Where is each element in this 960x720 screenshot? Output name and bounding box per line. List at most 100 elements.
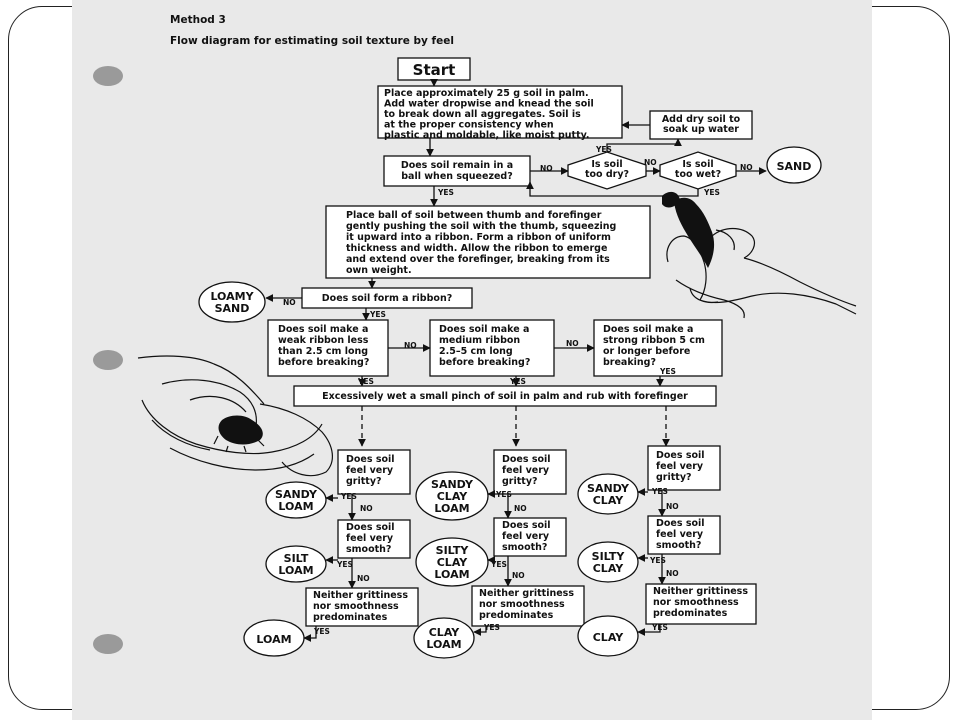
result-sand-text-line: SAND — [777, 160, 812, 173]
no-label: NO — [644, 158, 657, 167]
no-label: NO — [360, 504, 373, 513]
result-clay-loam-text-line: LOAM — [426, 638, 461, 651]
intro-instruction-text-line: Place approximately 25 g soil in palm. — [384, 88, 589, 99]
no-label: NO — [514, 504, 527, 513]
result-sandy-loam-text-line: SANDY — [275, 488, 318, 501]
ribbon-instruction-text-line: thickness and width. Allow the ribbon to… — [346, 243, 607, 254]
smooth-text-col2-line: Does soil — [502, 520, 551, 531]
weak-ribbon-box — [267, 319, 389, 377]
start-label: Start — [413, 61, 456, 79]
result-sandy-loam-text-line: LOAM — [278, 500, 313, 513]
too-wet-decision — [659, 151, 737, 190]
result-clay-text-line: CLAY — [593, 631, 625, 644]
neither-box-col2 — [471, 585, 585, 627]
yes-label: YES — [651, 623, 668, 632]
result-loam-text-line: LOAM — [256, 633, 291, 646]
no-label: NO — [357, 574, 370, 583]
result-sandy-clay-loam-text-line: LOAM — [434, 502, 469, 515]
gritty-text-col2-line: feel very — [502, 465, 550, 476]
result-clay-loam — [413, 617, 475, 659]
gritty-text-col1-line: feel very — [346, 465, 394, 476]
strong-ribbon-text-line: strong ribbon 5 cm — [603, 335, 705, 346]
gritty-text-col2-line: Does soil — [502, 454, 551, 465]
no-label: NO — [404, 341, 417, 350]
result-sand-text: SAND — [777, 160, 812, 173]
result-silty-clay — [577, 541, 639, 583]
yes-label: YES — [437, 188, 454, 197]
result-loamy-sand — [198, 281, 266, 323]
no-label: NO — [566, 339, 579, 348]
no-label: NO — [512, 571, 525, 580]
gritty-text-col2-line: gritty? — [502, 476, 538, 487]
smooth-text-col2-line: feel very — [502, 531, 550, 542]
weak-ribbon-text-line: than 2.5 cm long — [278, 346, 368, 357]
diagram-title: Flow diagram for estimating soil texture… — [170, 35, 454, 47]
ribbon-instruction-text-line: Place ball of soil between thumb and for… — [346, 210, 602, 221]
ball-question-box — [383, 155, 531, 187]
yes-label: YES — [649, 556, 666, 565]
neither-text-col1-line: nor smoothness — [313, 601, 399, 612]
intro-instruction-text-line: Add water dropwise and knead the soil — [384, 99, 594, 110]
hand-ribbon-illustration — [662, 191, 857, 319]
neither-box-col3 — [645, 583, 757, 625]
result-silt-loam-text-line: SILT — [284, 552, 309, 565]
smooth-text-col1-line: Does soil — [346, 522, 395, 533]
ribbon-instruction-box — [325, 205, 651, 279]
intro-instruction-text: Place approximately 25 g soil in palm.Ad… — [384, 88, 594, 141]
add-dry-soil-box — [649, 110, 753, 140]
smooth-text-col3-line: Does soil — [656, 518, 705, 529]
smooth-text-col2-line: smooth? — [502, 542, 547, 553]
neither-text-col3-line: nor smoothness — [653, 597, 739, 608]
hand-rub-illustration — [137, 355, 333, 477]
yes-label: YES — [369, 310, 386, 319]
binder-hole-top — [93, 66, 123, 86]
result-sandy-clay-text-line: SANDY — [587, 482, 630, 495]
wet-pinch-text: Excessively wet a small pinch of soil in… — [322, 391, 688, 402]
result-loamy-sand-text-line: SAND — [215, 302, 250, 315]
neither-text-col2-line: nor smoothness — [479, 599, 565, 610]
result-silty-clay-loam-text-line: CLAY — [437, 556, 469, 569]
result-loamy-sand-text-line: LOAMY — [210, 290, 254, 303]
result-silty-clay-loam-text-line: SILTY — [436, 544, 470, 557]
medium-ribbon-text-line: before breaking? — [439, 357, 530, 368]
strong-ribbon-text-line: or longer before — [603, 346, 690, 357]
smooth-question-col1 — [337, 519, 411, 559]
no-label: NO — [666, 569, 679, 578]
gritty-text-col3-line: gritty? — [656, 472, 692, 483]
binder-hole-middle — [93, 350, 123, 370]
ball-question-text-line: ball when squeezed? — [401, 171, 512, 182]
smooth-text-col3-line: smooth? — [656, 540, 701, 551]
smooth-question-col2 — [493, 517, 567, 557]
medium-ribbon-text-line: 2.5–5 cm long — [439, 346, 513, 357]
gritty-question-col1 — [337, 449, 411, 495]
ribbon-instruction-text: Place ball of soil between thumb and for… — [346, 210, 616, 276]
strong-ribbon-box — [593, 319, 723, 377]
yes-label: YES — [659, 367, 676, 376]
medium-ribbon-text-line: Does soil make a — [439, 324, 529, 335]
result-sandy-clay-loam-text-line: SANDY — [431, 478, 474, 491]
wet-pinch-box — [293, 385, 717, 407]
neither-text-col2-line: Neither grittiness — [479, 588, 574, 599]
forms-ribbon-text: Does soil form a ribbon? — [322, 293, 452, 304]
weak-ribbon-text-line: Does soil make a — [278, 324, 368, 335]
smooth-text-col1-line: feel very — [346, 533, 394, 544]
result-silty-clay-loam-text-line: LOAM — [434, 568, 469, 581]
